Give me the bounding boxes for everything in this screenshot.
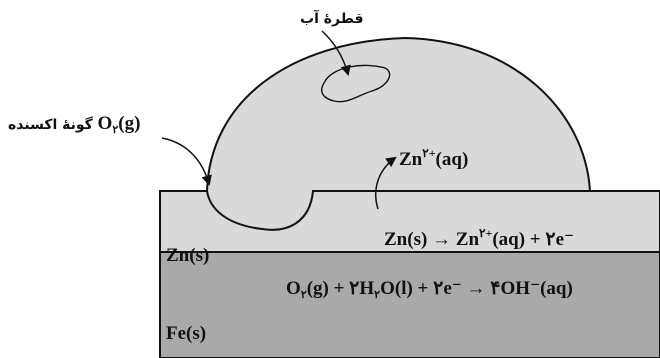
water-drop-arrow xyxy=(321,30,351,77)
anode-reaction: Zn(s) → Zn۲+(aq) + ۲e⁻ xyxy=(384,226,575,250)
oxidizer-label: گونهٔ اکسنده O۲(g) xyxy=(8,114,140,136)
zinc-ion-label: Zn۲+(aq) xyxy=(399,146,469,170)
oxidizer-formula: O۲(g) xyxy=(97,113,141,136)
iron-layer xyxy=(159,251,660,358)
iron-layer-label: Fe(s) xyxy=(166,323,207,344)
oxygen-arrow xyxy=(161,137,212,187)
water-drop-label: قطرهٔ آب xyxy=(300,11,364,27)
water-drop xyxy=(205,36,592,231)
oxidizer-fa-text: گونهٔ اکسنده xyxy=(8,117,93,133)
bubble xyxy=(321,64,391,103)
cathode-reaction: O۲(g) + ۲H۲O(l) + ۲e⁻ → ۴OH⁻(aq) xyxy=(286,278,573,301)
zinc-ion-arrow xyxy=(374,156,397,210)
zinc-layer-label: Zn(s) xyxy=(166,245,210,266)
